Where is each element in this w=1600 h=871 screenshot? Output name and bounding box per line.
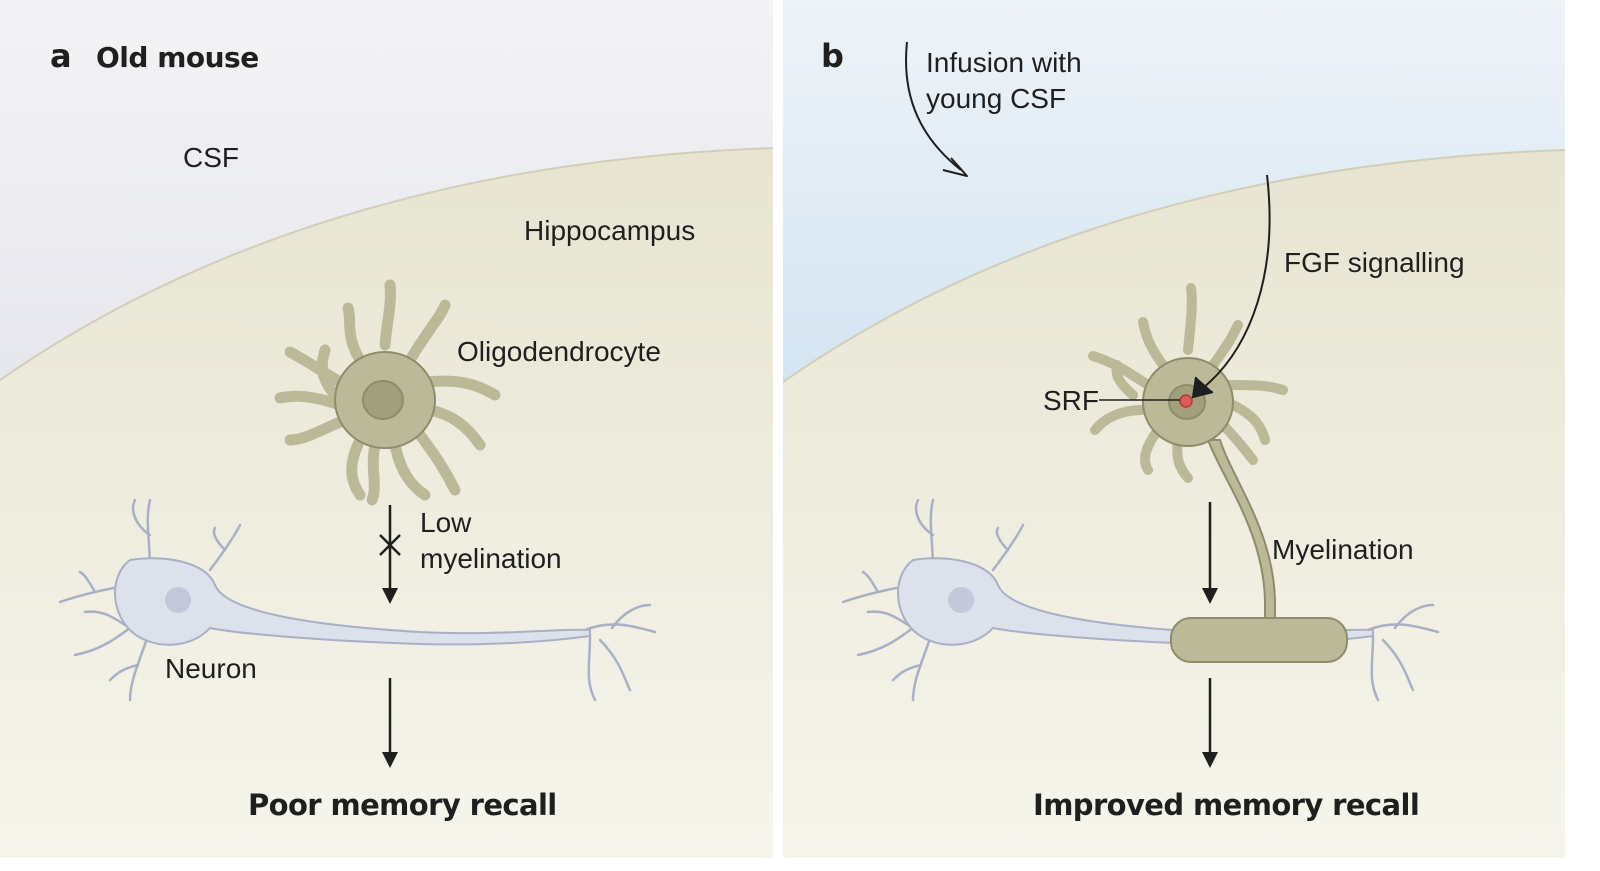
curved-arrow-icon bbox=[905, 41, 968, 177]
outcome-label: Improved memory recall bbox=[1033, 788, 1420, 822]
panel-b-illustration bbox=[783, 0, 1565, 858]
srf-label: SRF bbox=[1043, 385, 1099, 416]
panel-letter: a bbox=[50, 37, 72, 75]
myelination-label: Myelination bbox=[1272, 534, 1414, 565]
arrow-down-icon bbox=[382, 505, 398, 604]
oligodendrocyte-cell bbox=[274, 279, 501, 506]
hippocampus-region bbox=[783, 150, 1565, 858]
srf-dot bbox=[1179, 394, 1193, 408]
panel-title: Old mouse bbox=[96, 41, 259, 74]
arrow-down-icon bbox=[382, 678, 398, 768]
arrow-down-icon bbox=[1202, 502, 1218, 604]
infusion-label-line2: young CSF bbox=[926, 83, 1067, 114]
arrow-down-icon bbox=[1202, 678, 1218, 768]
blocked-x-icon bbox=[379, 534, 401, 556]
panel-a-illustration bbox=[0, 0, 773, 858]
infusion-label-line1: Infusion with bbox=[926, 47, 1082, 78]
panel-b-young-csf: b Infusion with young CSF FGF signalling… bbox=[783, 0, 1565, 858]
myelin-sheath bbox=[1170, 617, 1348, 663]
csf-label: CSF bbox=[183, 142, 239, 173]
effect-label-line2: myelination bbox=[420, 543, 562, 574]
effect-label-line1: Low bbox=[420, 507, 472, 538]
panel-a-old-mouse: a Old mouse CSF Hippocampus Oligodendroc… bbox=[0, 0, 773, 858]
hippocampus-label: Hippocampus bbox=[524, 215, 696, 246]
fgf-signalling-label: FGF signalling bbox=[1284, 247, 1465, 278]
neuron-cell bbox=[58, 498, 657, 702]
panel-letter: b bbox=[821, 37, 844, 75]
hippocampus-region bbox=[0, 148, 773, 858]
oligodendrocyte-label: Oligodendrocyte bbox=[457, 336, 661, 367]
curved-arrow-icon bbox=[1191, 174, 1271, 399]
outcome-label: Poor memory recall bbox=[248, 788, 557, 822]
csf-boundary bbox=[783, 149, 1565, 383]
neuron-label: Neuron bbox=[165, 653, 257, 684]
csf-boundary bbox=[0, 147, 773, 381]
